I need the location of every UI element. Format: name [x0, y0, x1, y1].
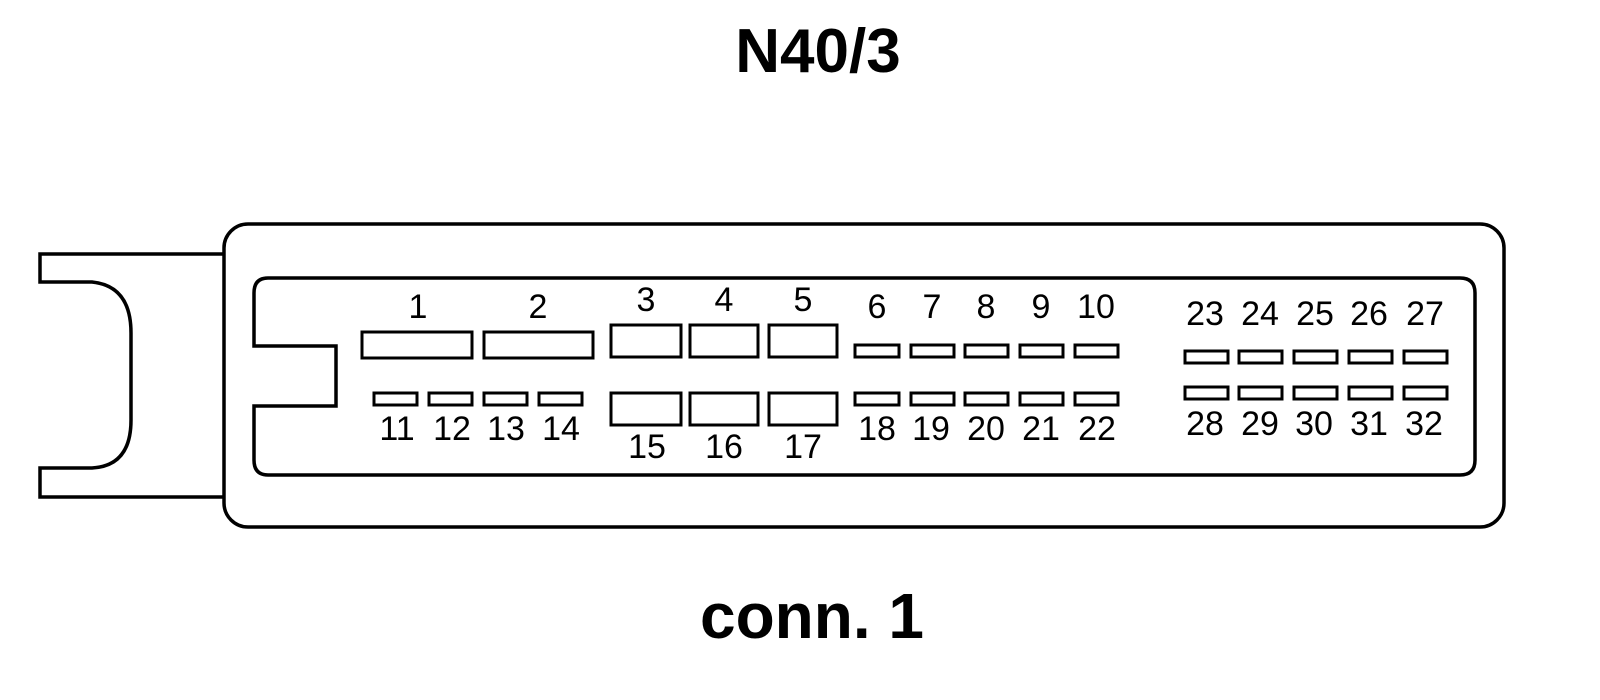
pin-cavity-27	[1402, 349, 1449, 365]
pin-label-20: 20	[967, 410, 1005, 448]
pin-label-32: 32	[1405, 405, 1443, 443]
pin-label-25: 25	[1296, 295, 1334, 333]
pin-label-31: 31	[1350, 405, 1388, 443]
pin-label-10: 10	[1077, 288, 1115, 326]
pin-cavity-16	[688, 391, 760, 427]
pin-cavity-21	[1018, 391, 1065, 407]
connector-housing-inner	[252, 276, 1477, 477]
pin-cavity-5	[767, 323, 839, 359]
pin-label-6: 6	[868, 288, 887, 326]
pin-cavity-31	[1347, 385, 1394, 401]
pin-cavity-18	[853, 391, 901, 407]
pin-cavity-10	[1073, 343, 1120, 359]
pin-cavity-9	[1018, 343, 1065, 359]
pin-label-7: 7	[923, 288, 942, 326]
pin-cavity-32	[1402, 385, 1449, 401]
pin-label-30: 30	[1295, 405, 1333, 443]
pin-label-1: 1	[409, 288, 428, 326]
pin-label-29: 29	[1241, 405, 1279, 443]
pin-label-2: 2	[529, 288, 548, 326]
pin-cavity-1	[360, 330, 474, 360]
pin-label-24: 24	[1241, 295, 1279, 333]
connector-label: conn. 1	[700, 580, 924, 652]
pin-label-9: 9	[1032, 288, 1051, 326]
pin-label-18: 18	[858, 410, 896, 448]
pin-cavity-25	[1292, 349, 1339, 365]
pin-label-8: 8	[977, 288, 996, 326]
pin-label-15: 15	[628, 428, 666, 466]
pin-label-27: 27	[1406, 295, 1444, 333]
pin-label-5: 5	[794, 281, 813, 319]
pin-label-11: 11	[379, 410, 414, 448]
pin-label-3: 3	[637, 281, 656, 319]
pin-cavity-8	[963, 343, 1010, 359]
pin-label-23: 23	[1186, 295, 1224, 333]
pin-cavity-12	[427, 391, 474, 407]
pin-label-28: 28	[1186, 405, 1224, 443]
component-title: N40/3	[735, 17, 900, 86]
pin-cavity-13	[482, 391, 529, 407]
pin-cavity-15	[609, 391, 683, 427]
pin-cavity-6	[853, 343, 901, 359]
pin-label-16: 16	[705, 428, 743, 466]
pin-label-26: 26	[1350, 295, 1388, 333]
pin-label-4: 4	[715, 281, 734, 319]
pin-label-19: 19	[912, 410, 950, 448]
pin-cavity-28	[1183, 385, 1230, 401]
pin-cavity-2	[482, 330, 595, 360]
pin-cavity-24	[1237, 349, 1284, 365]
pin-cavity-3	[609, 323, 683, 359]
pin-cavity-11	[372, 391, 419, 407]
pin-cavity-7	[909, 343, 956, 359]
pin-cavity-14	[537, 391, 584, 407]
pin-cavity-22	[1073, 391, 1120, 407]
pin-cavity-4	[688, 323, 760, 359]
pin-label-21: 21	[1022, 410, 1060, 448]
connector-latch	[38, 252, 226, 499]
pin-cavity-30	[1292, 385, 1339, 401]
pin-label-22: 22	[1078, 410, 1116, 448]
pin-label-13: 13	[487, 410, 525, 448]
pin-cavity-23	[1183, 349, 1230, 365]
pin-cavity-19	[909, 391, 956, 407]
pin-label-17: 17	[784, 428, 822, 466]
pin-cavity-17	[767, 391, 839, 427]
pin-cavity-26	[1347, 349, 1394, 365]
pin-label-12: 12	[433, 410, 471, 448]
pin-cavity-20	[963, 391, 1010, 407]
pin-cavity-29	[1237, 385, 1284, 401]
pin-label-14: 14	[542, 410, 580, 448]
